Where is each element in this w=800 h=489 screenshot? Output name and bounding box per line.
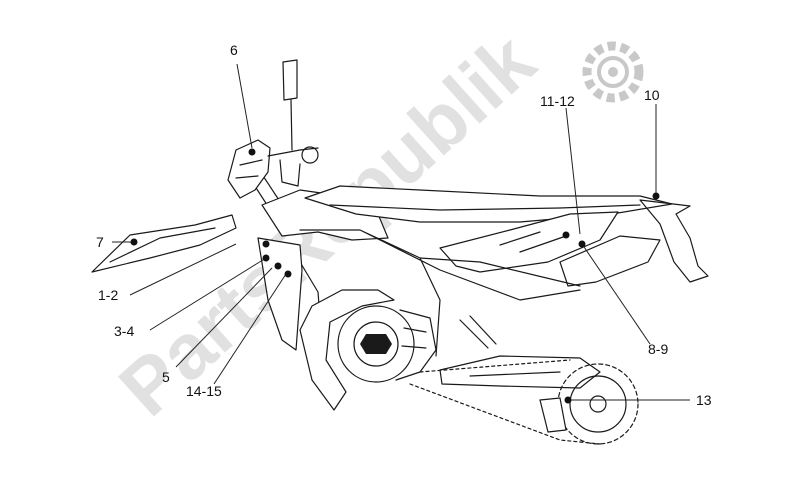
exhaust xyxy=(559,235,661,287)
swingarm xyxy=(439,355,601,389)
engine xyxy=(337,305,437,383)
front-mudguard xyxy=(299,289,395,411)
shock xyxy=(459,315,497,349)
callout-11-12: 11-12 xyxy=(540,93,575,109)
callout-5: 5 xyxy=(162,369,170,385)
radiator-shroud xyxy=(257,237,303,351)
callout-3-4: 3-4 xyxy=(114,323,134,339)
rear-fender xyxy=(639,199,709,283)
attachment-dots xyxy=(130,148,660,404)
callout-13: 13 xyxy=(696,392,712,408)
headlight-fairing xyxy=(227,139,271,199)
gear-icon xyxy=(582,41,644,103)
motorcycle-drawing xyxy=(91,59,709,445)
callout-labels: 6 7 1-2 3-4 5 14-15 11-12 10 8-9 13 xyxy=(96,42,712,408)
rear-sprocket xyxy=(557,363,639,445)
handlebar xyxy=(267,147,319,157)
frame xyxy=(299,229,581,357)
rear-side-panel xyxy=(439,211,619,273)
fuel-tank xyxy=(261,189,389,241)
leader-lines xyxy=(112,63,690,401)
callout-8-9: 8-9 xyxy=(648,341,668,357)
chain-guide xyxy=(539,397,567,433)
front-fender xyxy=(91,214,237,273)
callout-1-2: 1-2 xyxy=(98,287,118,303)
callout-7: 7 xyxy=(96,234,104,250)
mirror xyxy=(282,59,298,151)
callout-10: 10 xyxy=(644,87,660,103)
callout-14-15: 14-15 xyxy=(186,383,222,399)
callout-6: 6 xyxy=(230,42,238,58)
